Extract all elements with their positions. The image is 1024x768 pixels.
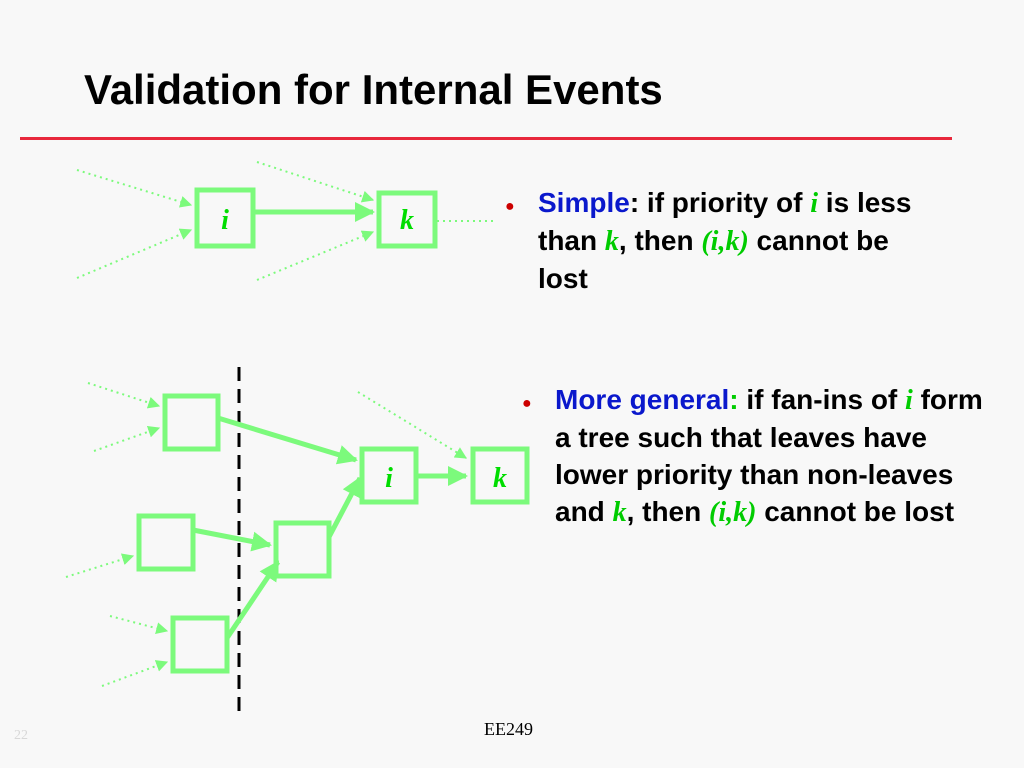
dotted-input-arrow	[93, 425, 161, 452]
leaf-node	[136, 513, 196, 572]
dotted-input-arrow	[109, 615, 169, 635]
node-i-label: i	[385, 463, 393, 494]
bullet-general: ● More general: if fan-ins of i form a t…	[522, 381, 985, 531]
bullet-text: , then	[626, 496, 710, 527]
bullet-term: Simple	[538, 187, 630, 218]
bullet-text: cannot be lost	[756, 496, 955, 527]
leaf-node	[170, 615, 230, 674]
node-k	[376, 190, 438, 249]
math-i: i	[905, 385, 913, 416]
dotted-input-arrow	[256, 230, 375, 281]
node-i-label: i	[221, 205, 229, 236]
bullet-simple: ● Simple: if priority of i is less than …	[505, 184, 938, 297]
bullet-dot: ●	[505, 198, 515, 215]
math-ik: (i,k)	[701, 226, 749, 257]
bullet-text: form a tree such that leaves have lower …	[555, 384, 983, 527]
leaf-node	[162, 393, 221, 452]
slide-title: Validation for Internal Events	[84, 66, 663, 113]
bullet-text: is less than	[538, 187, 912, 256]
node-k	[470, 446, 530, 505]
page-number: 22	[14, 728, 28, 743]
bullet-text: cannot be lost	[538, 225, 889, 294]
node-i	[194, 187, 256, 249]
math-k: k	[612, 497, 627, 528]
tree-edge	[224, 560, 281, 640]
dotted-input-arrow	[101, 660, 169, 687]
dotted-input-arrow	[256, 161, 375, 203]
node-k-label: k	[493, 463, 507, 494]
tree-edge	[217, 415, 358, 465]
bullet-sep: :	[729, 384, 739, 415]
bullet-dot: ●	[522, 395, 532, 412]
math-k: k	[604, 226, 619, 257]
footer-course: EE249	[484, 719, 533, 739]
math-ik: (i,k)	[709, 497, 757, 528]
bullet-text: if fan-ins of	[738, 384, 906, 415]
bullet-sep: :	[629, 187, 640, 218]
internal-node	[273, 520, 332, 579]
bullet-text: if priority of	[639, 187, 811, 218]
tree-edge	[326, 476, 363, 539]
title-underline	[20, 137, 952, 140]
bullet-text: , then	[618, 225, 702, 256]
tree-edge	[192, 527, 272, 552]
dotted-input-arrow	[76, 228, 193, 279]
bottom-diagram: i k	[65, 367, 530, 718]
math-i: i	[810, 188, 819, 219]
node-k-label: k	[400, 205, 414, 236]
bullet-term: More general	[555, 384, 730, 415]
top-diagram: i k	[76, 161, 494, 281]
dotted-input-arrow	[87, 382, 161, 409]
dotted-input-arrow	[65, 553, 135, 578]
dotted-input-arrow	[76, 169, 193, 208]
